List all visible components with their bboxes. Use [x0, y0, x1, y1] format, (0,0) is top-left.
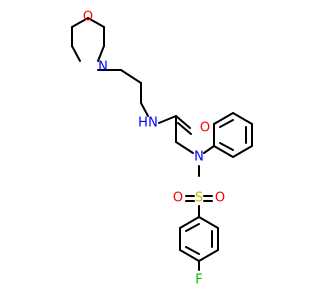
bond	[185, 223, 200, 232]
morpholine-ring	[71, 17, 105, 62]
bond	[232, 145, 253, 158]
bond	[175, 115, 191, 129]
atom-morpholine-nitrogen: N	[98, 60, 108, 75]
atom-fluorine: F	[195, 273, 202, 288]
bond	[97, 45, 105, 62]
amide-linker	[158, 115, 194, 154]
molecule-drawing: O N H N O N S O O F	[71, 10, 253, 288]
atom-carbonyl-oxygen: O	[200, 121, 210, 136]
bond	[179, 216, 200, 229]
atom-amide-nitrogen: N	[148, 116, 158, 131]
bond	[219, 119, 234, 128]
bond	[232, 112, 253, 125]
bond	[71, 45, 81, 62]
structure-canvas: O N H N O N S O O F	[71, 10, 253, 288]
bond	[71, 17, 89, 28]
bond	[198, 216, 219, 229]
bond	[175, 141, 194, 154]
fluorophenyl-ring	[179, 216, 219, 271]
bond	[177, 122, 192, 135]
bond	[185, 246, 200, 255]
atom-amide-hydrogen: H	[138, 116, 148, 131]
atom-morpholine-oxygen: O	[83, 10, 93, 25]
sulfonyl-group	[185, 165, 213, 218]
bond	[213, 112, 234, 125]
bond	[219, 142, 234, 151]
bond	[140, 102, 149, 117]
bond	[120, 69, 142, 84]
propyl-chain	[97, 69, 149, 117]
atom-sulfur: S	[195, 191, 203, 206]
bond	[87, 17, 105, 28]
phenyl-ring	[203, 112, 253, 158]
atom-sulfonyl-oxygen-right: O	[215, 191, 225, 206]
bond	[179, 249, 200, 262]
bond	[203, 145, 215, 154]
atom-sulfonyl-oxygen-left: O	[173, 191, 183, 206]
bond	[213, 145, 234, 158]
bond	[198, 249, 219, 262]
bond	[158, 115, 177, 124]
atom-sulfonamide-nitrogen: N	[194, 150, 204, 165]
